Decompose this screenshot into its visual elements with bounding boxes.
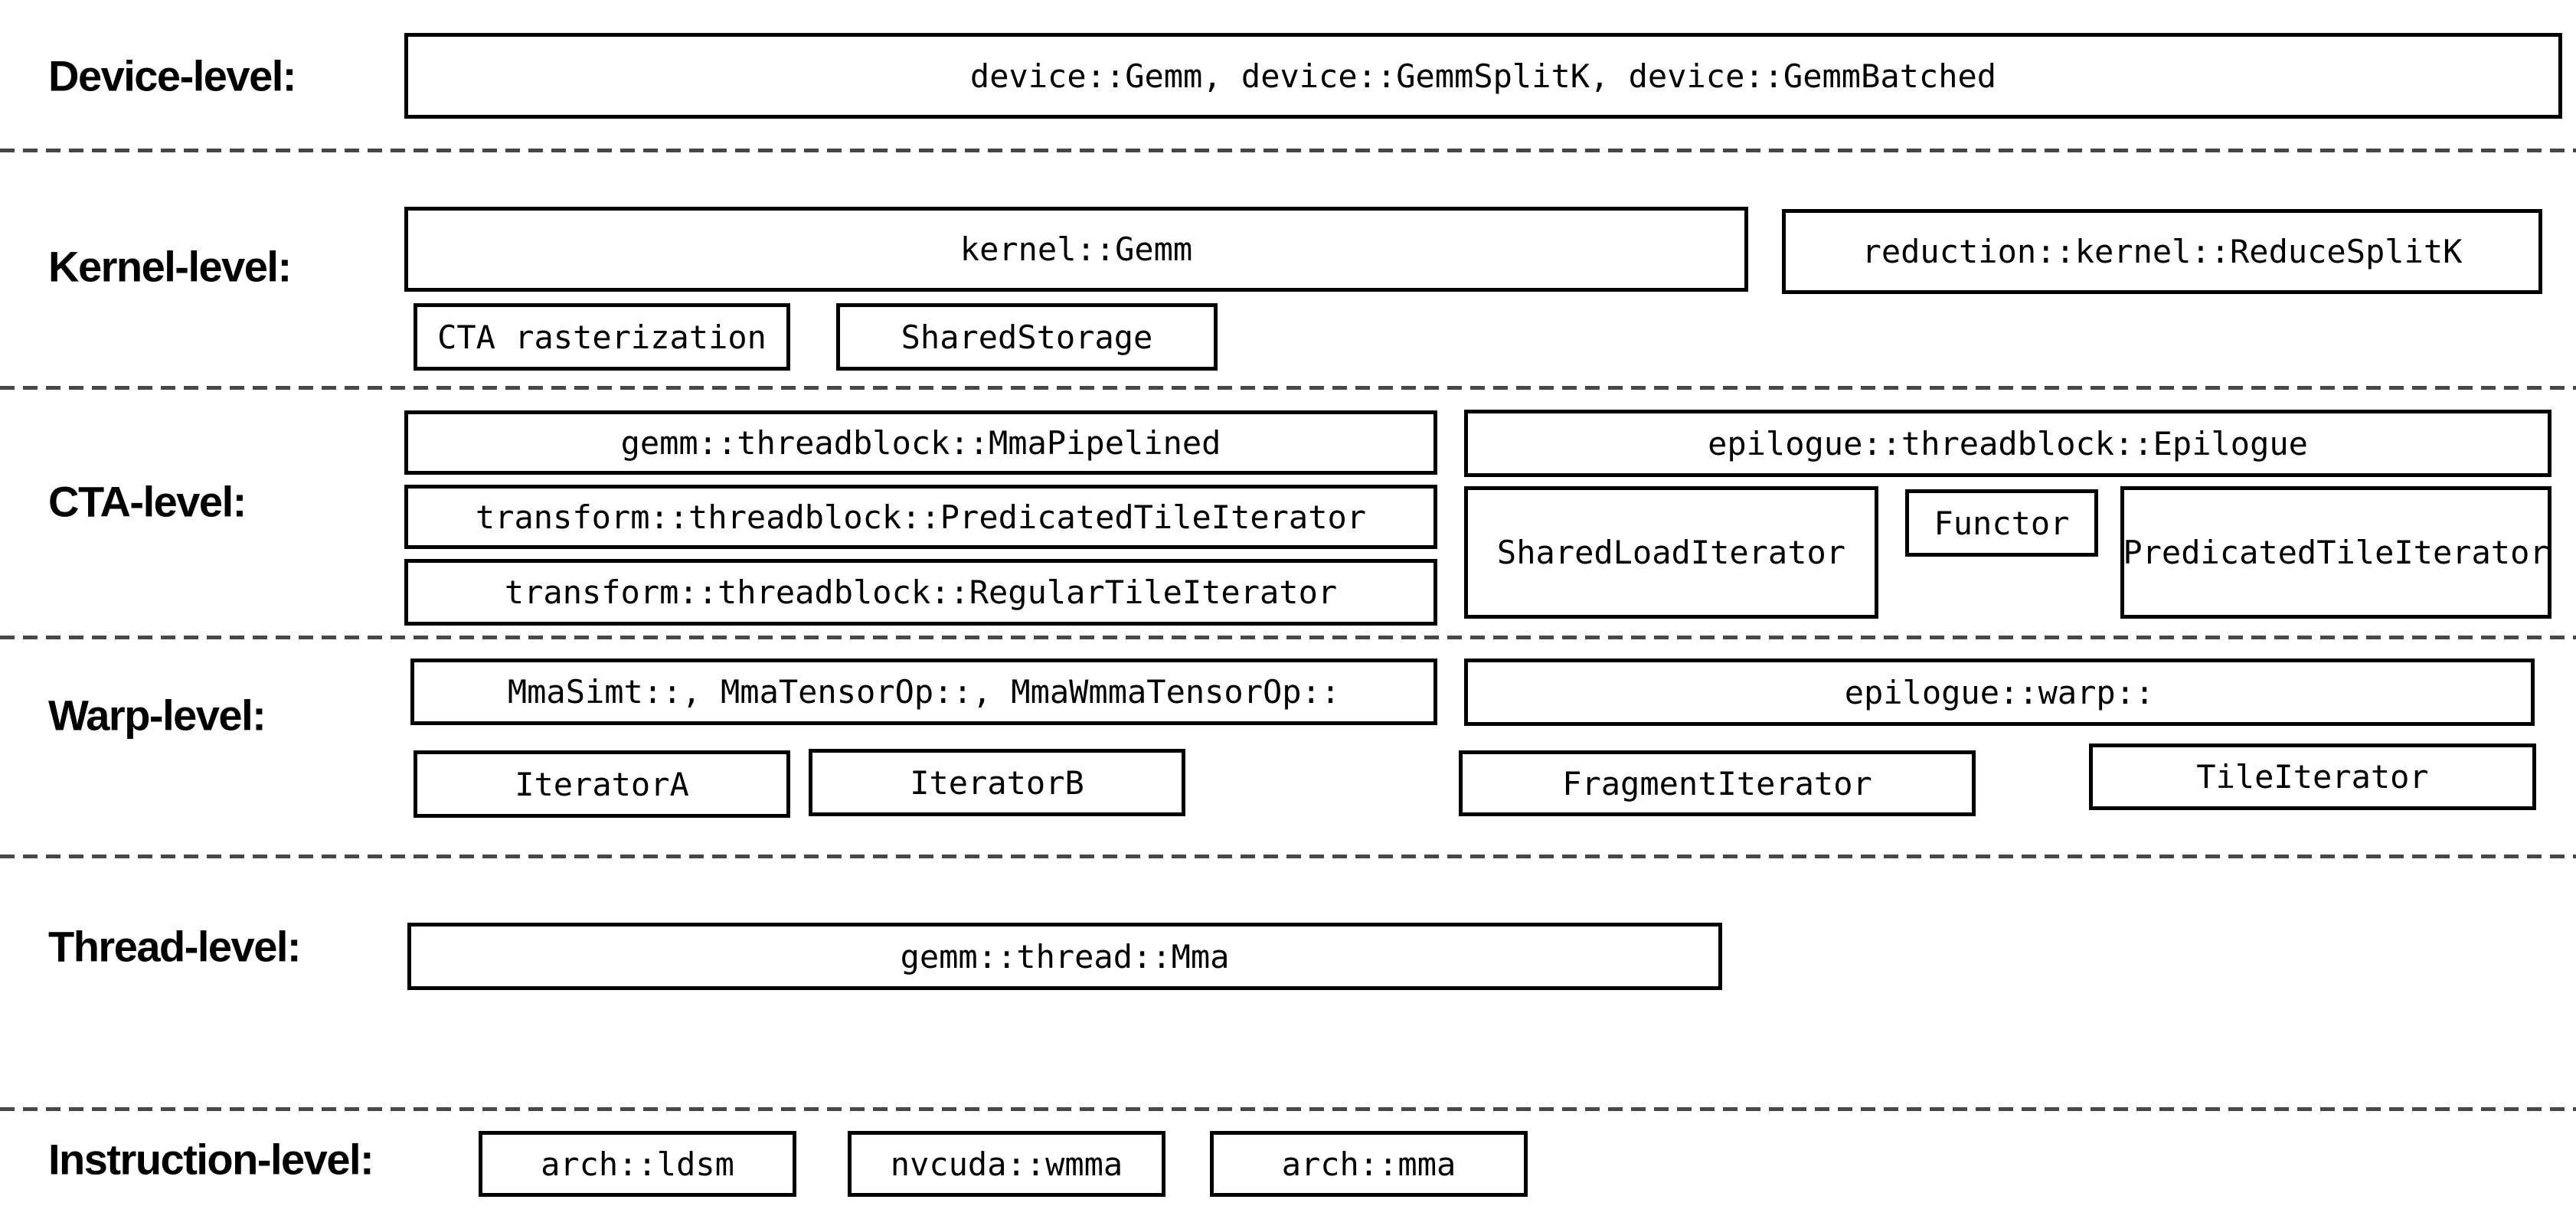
level-label-thread: Thread-level: (48, 922, 302, 971)
separator-kernel-cta (0, 386, 2576, 390)
box-nvcuda-wmma: nvcuda::wmma (848, 1131, 1165, 1197)
level-label-device: Device-level: (48, 51, 296, 100)
box-arch-ldsm: arch::ldsm (479, 1131, 796, 1197)
box-transform-regular-tile-iterator: transform::threadblock::RegularTileItera… (404, 559, 1437, 626)
box-epilogue-threadblock: epilogue::threadblock::Epilogue (1464, 410, 2551, 477)
box-iterator-a: IteratorA (414, 750, 790, 818)
box-thread-mma: gemm::thread::Mma (407, 923, 1722, 990)
box-functor: Functor (1905, 489, 2098, 557)
separator-device-kernel (0, 149, 2576, 152)
separator-warp-thread (0, 855, 2576, 858)
level-label-kernel: Kernel-level: (48, 242, 292, 291)
box-arch-mma: arch::mma (1210, 1131, 1528, 1197)
box-cta-rasterization: CTA rasterization (414, 303, 790, 371)
box-tile-iterator: TileIterator (2089, 743, 2536, 810)
box-warp-mma-ops: MmaSimt::, MmaTensorOp::, MmaWmmaTensorO… (410, 659, 1437, 725)
separator-thread-instruction (0, 1107, 2576, 1111)
box-fragment-iterator: FragmentIterator (1459, 750, 1976, 816)
box-transform-predicated-tile-iterator: transform::threadblock::PredicatedTileIt… (404, 485, 1437, 549)
level-label-cta: CTA-level: (48, 477, 247, 526)
box-epilogue-predicated-tile-iterator: PredicatedTileIterator (2120, 486, 2551, 619)
box-shared-storage: SharedStorage (836, 303, 1218, 371)
box-iterator-b: IteratorB (809, 749, 1185, 816)
separator-cta-warp (0, 636, 2576, 639)
box-reduce-splitk: reduction::kernel::ReduceSplitK (1782, 209, 2542, 294)
level-label-instruction: Instruction-level: (48, 1135, 374, 1184)
box-shared-load-iterator: SharedLoadIterator (1464, 486, 1878, 619)
box-device-gemm-apis: device::Gemm, device::GemmSplitK, device… (404, 33, 2562, 119)
box-threadblock-mma-pipelined: gemm::threadblock::MmaPipelined (404, 410, 1437, 475)
level-label-warp: Warp-level: (48, 691, 266, 740)
box-epilogue-warp: epilogue::warp:: (1464, 659, 2535, 726)
box-kernel-gemm: kernel::Gemm (404, 207, 1748, 292)
